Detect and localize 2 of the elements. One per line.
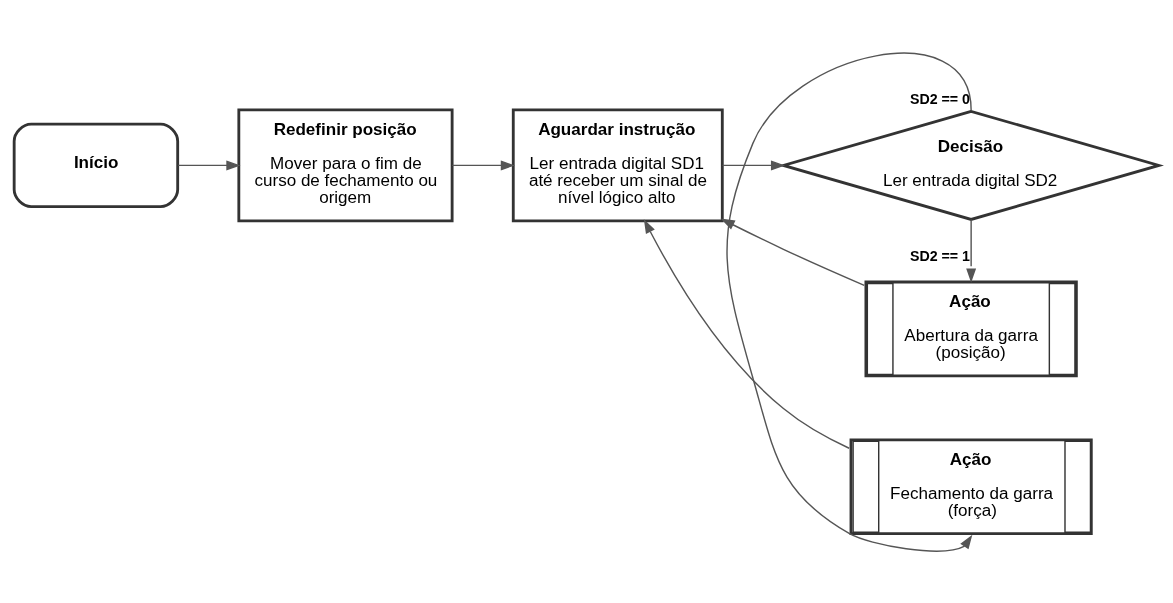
edge-label: SD2 == 1 xyxy=(910,247,971,264)
edge-label: SD2 == 0 xyxy=(910,90,971,107)
